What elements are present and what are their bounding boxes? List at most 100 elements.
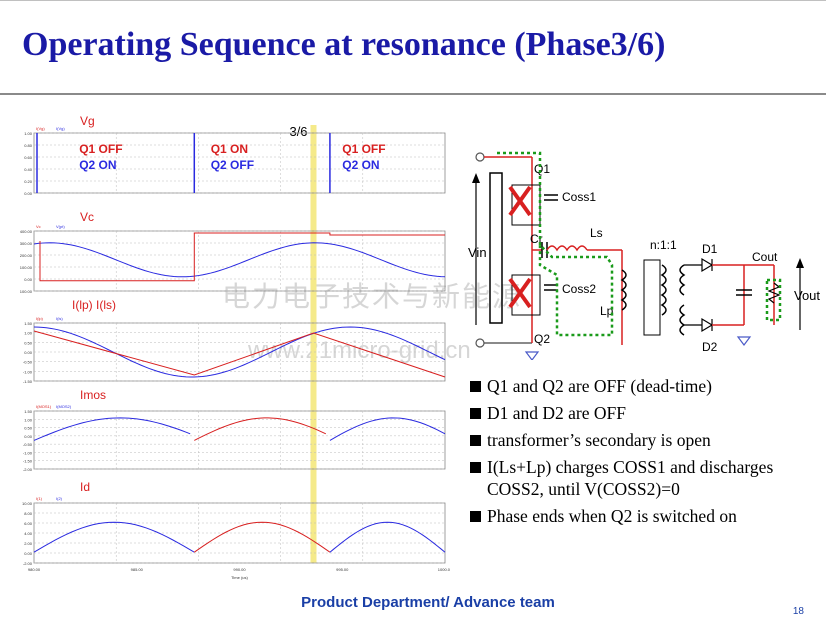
x-tick: 990.00 bbox=[233, 567, 246, 572]
imos2-trace bbox=[329, 417, 446, 441]
panel-title: Vc bbox=[80, 210, 94, 224]
watermark-url: www.21micro-grid.cn bbox=[248, 337, 471, 364]
y-tick: 0.00 bbox=[24, 277, 33, 282]
svg-text:Coss2: Coss2 bbox=[562, 282, 596, 296]
y-tick: 6.00 bbox=[24, 521, 33, 526]
y-tick: -2.00 bbox=[23, 467, 33, 472]
svg-text:D2: D2 bbox=[702, 340, 718, 354]
y-tick: -1.00 bbox=[23, 450, 33, 455]
legend-entry: I(ls) bbox=[56, 316, 63, 321]
top-border bbox=[0, 0, 826, 1]
title-divider bbox=[0, 93, 826, 95]
state-label: Q2 ON bbox=[79, 158, 116, 172]
x-axis-label: Time (us) bbox=[231, 575, 248, 580]
imos2-trace bbox=[33, 417, 191, 441]
legend-entry: I(MOS1) bbox=[36, 404, 52, 409]
x-tick: 995.00 bbox=[336, 567, 349, 572]
phase-marker-band bbox=[310, 125, 317, 563]
y-tick: -1.50 bbox=[23, 459, 33, 464]
panel-title: I(lp) I(ls) bbox=[72, 298, 116, 312]
x-tick: 1000.00 bbox=[438, 567, 450, 572]
legend-entry: Vc bbox=[36, 224, 41, 229]
y-tick: 0.80 bbox=[24, 143, 33, 148]
page-number: 18 bbox=[792, 606, 804, 617]
x-tick: 985.00 bbox=[131, 567, 144, 572]
state-label: Q1 OFF bbox=[342, 142, 385, 156]
legend-entry: V(pt) bbox=[56, 224, 65, 229]
bullet-item: Q1 and Q2 are OFF (dead-time) bbox=[470, 375, 820, 397]
svg-text:n:1:1: n:1:1 bbox=[650, 238, 677, 252]
id-trace bbox=[329, 521, 446, 553]
y-tick: 0.00 bbox=[24, 434, 33, 439]
state-label: Q2 OFF bbox=[211, 158, 254, 172]
y-tick: 0.50 bbox=[24, 340, 33, 345]
y-tick: 100.00 bbox=[20, 265, 33, 270]
panel-title: Imos bbox=[80, 388, 106, 402]
state-label: Q1 ON bbox=[211, 142, 248, 156]
y-tick: 0.50 bbox=[24, 426, 33, 431]
vpt-trace bbox=[39, 232, 445, 282]
y-tick: 10.00 bbox=[22, 501, 33, 506]
svg-text:Q2: Q2 bbox=[534, 332, 550, 346]
bullet-list: Q1 and Q2 are OFF (dead-time) D1 and D2 … bbox=[470, 375, 820, 532]
svg-text:Q1: Q1 bbox=[534, 162, 550, 176]
y-tick: 0.40 bbox=[24, 167, 33, 172]
y-tick: 1.50 bbox=[24, 321, 33, 326]
svg-text:Ls: Ls bbox=[590, 226, 603, 240]
state-label: Q1 OFF bbox=[79, 142, 122, 156]
vc-trace bbox=[33, 242, 446, 278]
legend-entry: I(Vg) bbox=[56, 126, 65, 131]
panel-title: Id bbox=[80, 480, 90, 494]
svg-text:Vout: Vout bbox=[794, 288, 820, 303]
legend-entry: I(MOS2) bbox=[56, 404, 72, 409]
y-tick: 200.00 bbox=[20, 253, 33, 258]
svg-text:Cout: Cout bbox=[752, 250, 778, 264]
svg-text:Coss1: Coss1 bbox=[562, 190, 596, 204]
y-tick: 8.00 bbox=[24, 511, 33, 516]
waveform-chart: 3/6 1.00 0.80 0.60 0.40 0.20 0.00 VgI(Vg) I(Vg) 4… bbox=[20, 114, 450, 580]
svg-text:D1: D1 bbox=[702, 242, 718, 256]
legend-entry: I(2) bbox=[56, 496, 63, 501]
llc-circuit-schematic: Vin Q1 Q2 Coss1 Coss2 Cr Ls Lp n:1:1 D1 … bbox=[468, 151, 820, 360]
y-tick: 300.00 bbox=[20, 241, 33, 246]
legend-entry: I(1) bbox=[36, 496, 43, 501]
x-tick: 980.00 bbox=[28, 567, 41, 572]
y-tick: 0.00 bbox=[24, 191, 33, 196]
y-tick: 1.00 bbox=[24, 417, 33, 422]
ils-trace bbox=[33, 326, 446, 378]
bullet-item: Phase ends when Q2 is switched on bbox=[470, 505, 820, 527]
y-tick: -100.00 bbox=[20, 289, 33, 294]
y-tick: -1.00 bbox=[23, 369, 33, 374]
y-tick: 4.00 bbox=[24, 531, 33, 536]
watermark-cn: 电力电子技术与新能源 bbox=[222, 281, 523, 312]
imos1-trace bbox=[194, 417, 327, 441]
legend-entry: I(Vg) bbox=[36, 126, 45, 131]
legend-entry: I(lp) bbox=[36, 316, 44, 321]
footer-text: Product Department/ Advance team bbox=[301, 594, 555, 611]
y-tick: 1.50 bbox=[24, 409, 33, 414]
ilp-trace bbox=[33, 330, 446, 378]
panel-title: Vg bbox=[80, 114, 95, 128]
y-tick: 1.00 bbox=[24, 331, 33, 336]
bullet-item: I(Ls+Lp) charges COSS1 and discharges CO… bbox=[470, 456, 820, 500]
y-tick: 2.00 bbox=[24, 541, 33, 546]
y-tick: 0.20 bbox=[24, 179, 33, 184]
bullet-item: D1 and D2 are OFF bbox=[470, 402, 820, 424]
id-trace bbox=[33, 521, 195, 553]
state-label: Q2 ON bbox=[342, 158, 379, 172]
vin-label: Vin bbox=[468, 245, 487, 260]
y-tick: 400.00 bbox=[20, 229, 33, 234]
y-tick: 0.60 bbox=[24, 155, 33, 160]
id-trace bbox=[194, 521, 331, 553]
y-tick: -1.50 bbox=[23, 379, 33, 384]
y-tick: -2.00 bbox=[23, 561, 33, 566]
svg-text:Lp: Lp bbox=[600, 304, 614, 318]
y-tick: -0.50 bbox=[23, 442, 33, 447]
bullet-item: transformer’s secondary is open bbox=[470, 429, 820, 451]
y-tick: 0.00 bbox=[24, 350, 33, 355]
page-title: Operating Sequence at resonance (Phase3/… bbox=[22, 26, 666, 63]
y-tick: 0.00 bbox=[24, 551, 33, 556]
y-tick: 1.00 bbox=[24, 131, 33, 136]
phase-marker-label: 3/6 bbox=[289, 124, 307, 139]
y-tick: -0.50 bbox=[23, 360, 33, 365]
